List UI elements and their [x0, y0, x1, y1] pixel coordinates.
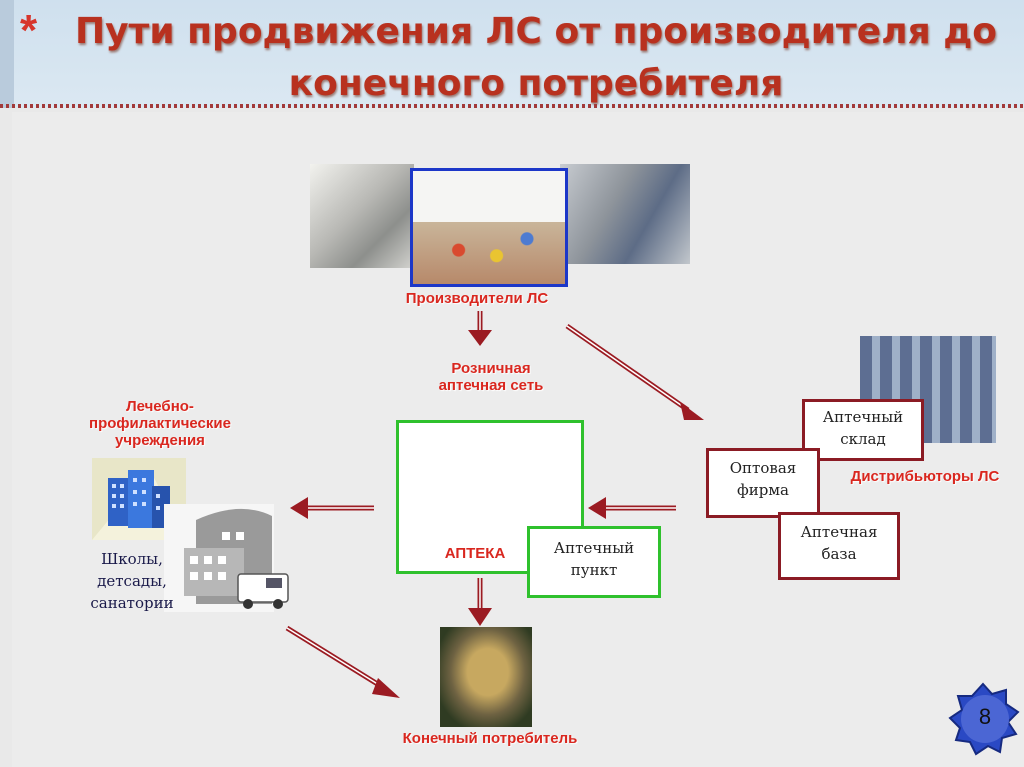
lpu-label: Лечебно-профилактические учреждения [89, 398, 231, 449]
pharmacy-label: АПТЕКА [444, 545, 506, 562]
factory-equipment-photo [560, 164, 690, 264]
page-number: 8 [978, 704, 992, 729]
consumer-label: Конечный потребитель [402, 730, 578, 747]
retail-label: Розничная аптечная сеть [438, 360, 544, 394]
warehouse-box: Аптечный склад [802, 399, 924, 461]
consumer-photo [440, 627, 532, 727]
hospital-ambulance-icon [164, 504, 289, 612]
lab-worker-photo [310, 164, 414, 268]
pills-photo [410, 168, 568, 287]
pharmacy-point-box: Аптечный пункт [527, 526, 661, 598]
wholesale-box: Оптовая фирма [706, 448, 820, 518]
arrow-lpu-to-consumer [285, 625, 400, 698]
arrow-to-distributors [565, 323, 704, 420]
arrow-to-lpu [290, 497, 374, 519]
page-number-badge [948, 682, 1020, 756]
schools-label: Школы, детсады, санатории [90, 550, 174, 612]
header-divider [0, 104, 1024, 108]
manufacturers-label: Производители ЛС [405, 290, 549, 307]
distributors-label: Дистрибьюторы ЛС [850, 468, 1000, 485]
slide-title: Пути продвижения ЛС от производителя до … [74, 11, 998, 104]
slide-header: * Пути продвижения ЛС от производителя д… [0, 0, 1024, 108]
arrow-to-pharmacy [588, 497, 676, 519]
arrow-to-retail [468, 311, 492, 346]
pharmacy-base-box: Аптечная база [778, 512, 900, 580]
header-stripe [0, 0, 14, 108]
arrow-to-consumer [468, 578, 492, 626]
title-star: * [20, 6, 38, 55]
